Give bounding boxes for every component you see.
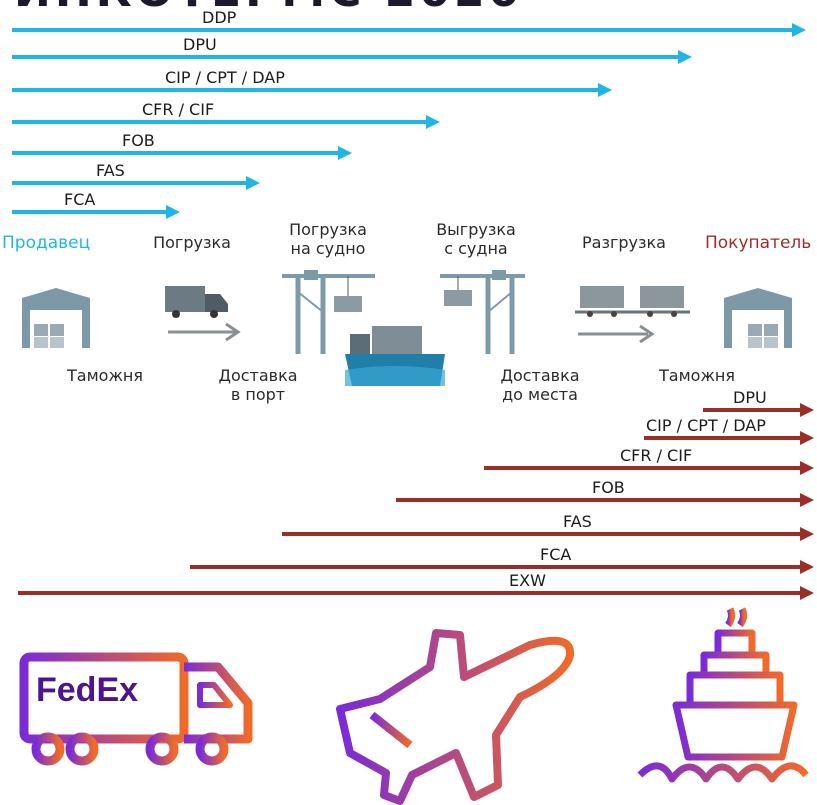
buyer-label: Покупатель <box>705 233 812 253</box>
seller-arrow-label-1: DPU <box>183 35 217 54</box>
step-customs-right: Таможня <box>659 366 735 385</box>
buyer-arrow-6-head <box>800 586 814 600</box>
seller-arrow-0-head <box>792 23 806 37</box>
buyer-arrows <box>18 403 814 600</box>
seller-arrow-label-0: DDP <box>202 8 237 27</box>
buyer-arrow-label-6: EXW <box>509 571 546 590</box>
buyer-arrow-3-head <box>800 493 814 507</box>
seller-arrow-label-3: CFR / CIF <box>142 100 215 119</box>
step-customs-left: Таможня <box>67 366 143 385</box>
seller-arrow-3-head <box>426 115 440 129</box>
process-illustration <box>22 270 792 386</box>
seller-arrow-label-2: CIP / CPT / DAP <box>165 68 285 87</box>
seller-arrow-label-6: FCA <box>64 190 96 209</box>
buyer-arrow-5-head <box>800 560 814 574</box>
seller-arrow-5-head <box>246 176 260 190</box>
warehouse-left-icon <box>22 288 90 348</box>
truck-logo-text: FedEx <box>36 671 138 709</box>
seller-label: Продавец <box>2 233 91 253</box>
crane-right-icon <box>440 270 525 354</box>
crane-left-icon <box>282 270 375 354</box>
buyer-arrow-label-3: FOB <box>592 478 625 497</box>
buyer-arrow-0-head <box>800 403 814 417</box>
step-unloading: Разгрузка <box>582 233 666 252</box>
buyer-arrow-label-2: CFR / CIF <box>620 446 693 465</box>
transport-icons: FedEx <box>19 607 809 805</box>
seller-arrow-4-head <box>338 146 352 160</box>
seller-arrow-6-head <box>166 205 180 219</box>
buyer-arrow-1-head <box>800 431 814 445</box>
cruise-ship-icon <box>637 607 809 783</box>
seller-arrow-1-head <box>678 50 692 64</box>
buyer-arrow-label-1: CIP / CPT / DAP <box>646 416 766 435</box>
buyer-arrow-2-head <box>800 461 814 475</box>
buyer-arrow-label-0: DPU <box>733 388 767 407</box>
cargo-ship-icon <box>345 326 445 386</box>
warehouse-right-icon <box>724 288 792 348</box>
truck-icon <box>165 286 241 342</box>
seller-arrow-2-head <box>598 83 612 97</box>
seller-arrows <box>12 23 806 219</box>
seller-arrow-label-5: FAS <box>96 161 125 180</box>
airplane-icon <box>336 629 575 805</box>
page-title: ИНКОТЕРМС 2020 <box>14 0 523 17</box>
buyer-arrow-4-head <box>800 527 814 541</box>
seller-arrow-label-4: FOB <box>122 131 155 150</box>
buyer-arrow-label-5: FCA <box>540 545 572 564</box>
delivery-truck-icon <box>19 652 253 766</box>
train-icon <box>575 286 690 344</box>
buyer-arrow-label-4: FAS <box>563 512 592 531</box>
step-loading: Погрузка <box>153 233 231 252</box>
